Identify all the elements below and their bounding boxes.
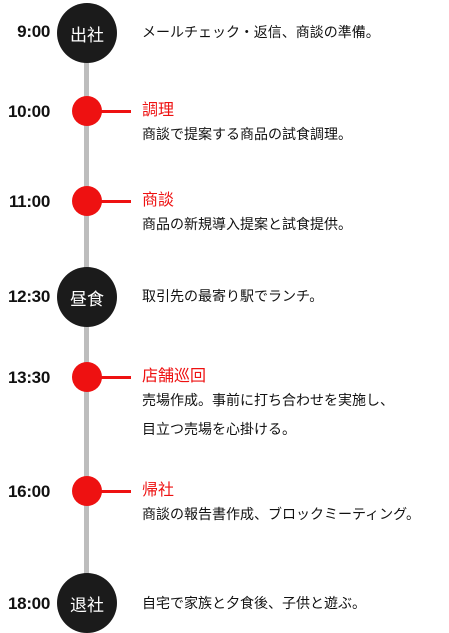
time-label: 10:00 — [8, 102, 50, 121]
entry-text: 自宅で家族と夕食後、子供と遊ぶ。 — [142, 596, 366, 612]
entry-heading: 調理 — [142, 100, 175, 119]
entry-heading: 帰社 — [142, 480, 175, 499]
timeline-connector — [101, 376, 131, 379]
timeline-dot — [72, 476, 102, 506]
entry-text: 商品の新規導入提案と試食提供。 — [142, 217, 352, 233]
time-label: 11:00 — [8, 192, 50, 211]
timeline-connector — [101, 110, 131, 113]
time-label: 12:30 — [8, 287, 50, 306]
time-label: 13:30 — [8, 368, 50, 387]
timeline-connector — [101, 200, 131, 203]
time-label: 18:00 — [8, 594, 50, 613]
entry-text: 取引先の最寄り駅でランチ。 — [142, 289, 324, 305]
entry-heading: 商談 — [142, 190, 175, 209]
status-badge: 出社 — [57, 3, 117, 63]
entry-text: メールチェック・返信、商談の準備。 — [142, 25, 380, 41]
status-badge: 昼食 — [57, 267, 117, 327]
entry-text: 売場作成。事前に打ち合わせを実施し、 — [142, 393, 394, 409]
timeline-dot — [72, 362, 102, 392]
timeline-dot — [72, 96, 102, 126]
time-label: 9:00 — [17, 22, 50, 41]
timeline-connector — [101, 490, 131, 493]
timeline-dot — [72, 186, 102, 216]
entry-heading: 店舗巡回 — [142, 366, 207, 385]
entry-text: 商談で提案する商品の試食調理。 — [142, 127, 352, 143]
entry-text: 商談の報告書作成、ブロックミーティング。 — [142, 507, 421, 523]
entry-text: 目立つ売場を心掛ける。 — [142, 422, 296, 438]
time-label: 16:00 — [8, 482, 50, 501]
status-badge: 退社 — [57, 573, 117, 633]
